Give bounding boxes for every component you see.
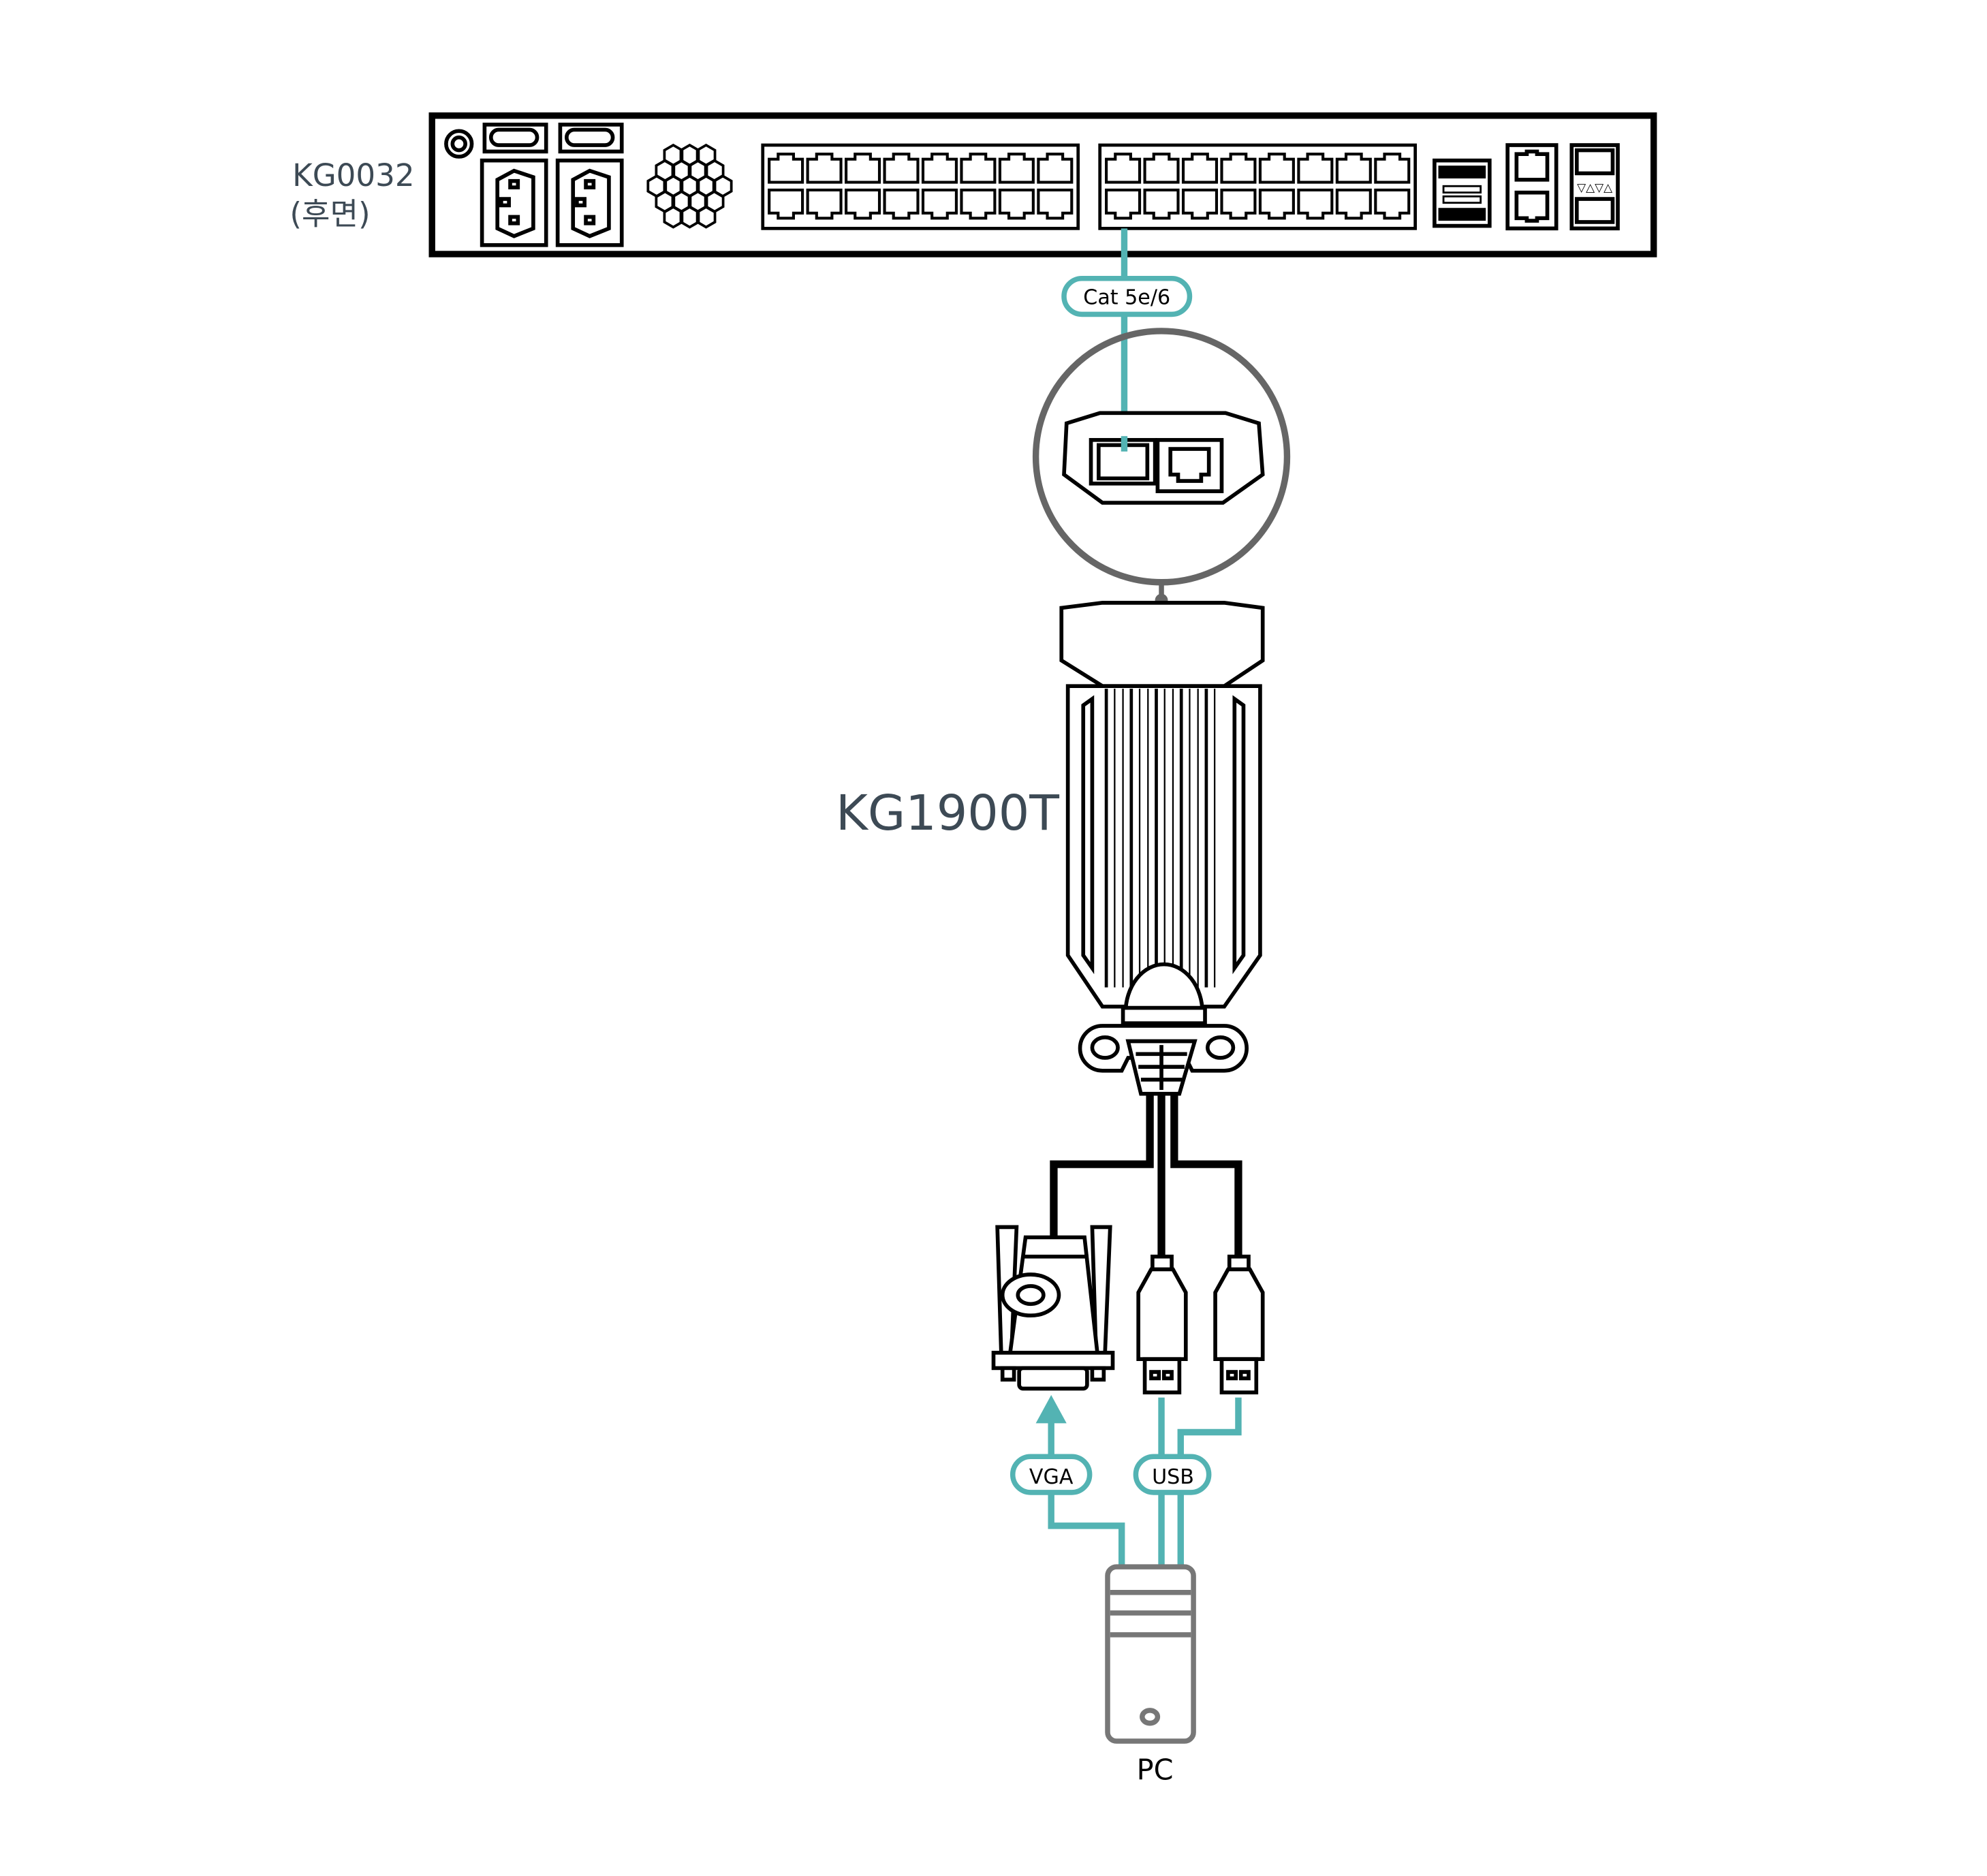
rj45-port xyxy=(1335,153,1372,184)
rj45-port xyxy=(960,188,997,220)
switch-label: KG0032 xyxy=(292,157,415,193)
rj45-port xyxy=(998,188,1035,220)
usb-connector xyxy=(1213,1254,1265,1394)
magnifier-circle xyxy=(1032,328,1291,607)
vga-link: VGA xyxy=(1010,1394,1125,1567)
pc-label: PC xyxy=(1137,1753,1174,1786)
cat5-label-pill: Cat 5e/6 xyxy=(1061,275,1193,317)
usb-link: USB xyxy=(1133,1397,1242,1567)
rj45-port xyxy=(1374,188,1411,220)
switch-sublabel: (후면) xyxy=(290,196,370,232)
rj45-port xyxy=(883,188,920,220)
ground-icon xyxy=(444,129,474,159)
rj45-port xyxy=(1037,153,1074,184)
rj45-port xyxy=(1374,153,1411,184)
usb-label: USB xyxy=(1152,1465,1194,1489)
rj45-port xyxy=(1258,188,1295,220)
rj45-port xyxy=(1335,188,1372,220)
rj45-port xyxy=(1220,153,1257,184)
output-cables xyxy=(1050,1093,1242,1257)
kg0032-rear-panel: ▽△▽△ xyxy=(428,112,1657,257)
vga-connector xyxy=(991,1225,1115,1391)
rj45-port xyxy=(768,188,804,220)
rj45-port xyxy=(921,188,958,220)
kg1900t-adapter xyxy=(1059,601,1265,1096)
usb-connector xyxy=(1136,1254,1188,1394)
rj45-port xyxy=(1181,153,1219,184)
rj45-port xyxy=(845,188,881,220)
power-socket-icon xyxy=(480,158,624,247)
rj45-port xyxy=(921,153,958,184)
daisy-chain-port-icon xyxy=(1433,158,1492,228)
rj45-port xyxy=(1220,188,1257,220)
cat5-label: Cat 5e/6 xyxy=(1083,285,1170,309)
power-switch-icon xyxy=(482,123,624,154)
adapter-label: KG1900T xyxy=(836,785,1059,841)
rj45-port xyxy=(1105,188,1142,220)
vga-label: VGA xyxy=(1029,1465,1074,1489)
rj45-port xyxy=(806,188,843,220)
sfp-port-icon: ▽△▽△ xyxy=(1569,143,1620,231)
rj45-port xyxy=(806,153,843,184)
svg-text:▽△▽△: ▽△▽△ xyxy=(1577,181,1612,194)
rj45-port-array xyxy=(761,143,1418,230)
rj45-port xyxy=(1258,153,1295,184)
rj45-port xyxy=(1297,153,1334,184)
rj45-port xyxy=(883,153,920,184)
rj45-port xyxy=(1105,153,1142,184)
pc-tower-icon xyxy=(1105,1564,1196,1744)
rj45-port xyxy=(1297,188,1334,220)
rj45-port xyxy=(1037,188,1074,220)
rj45-port xyxy=(1143,188,1180,220)
lan-port-icon xyxy=(1505,143,1559,231)
rj45-port xyxy=(845,153,881,184)
rj45-port xyxy=(1181,188,1219,220)
arrow-up-icon xyxy=(1035,1394,1067,1424)
rj45-port xyxy=(768,153,804,184)
fan-vent-icon xyxy=(646,143,733,229)
rj45-port xyxy=(960,153,997,184)
rj45-port xyxy=(998,153,1035,184)
rj45-port xyxy=(1143,153,1180,184)
